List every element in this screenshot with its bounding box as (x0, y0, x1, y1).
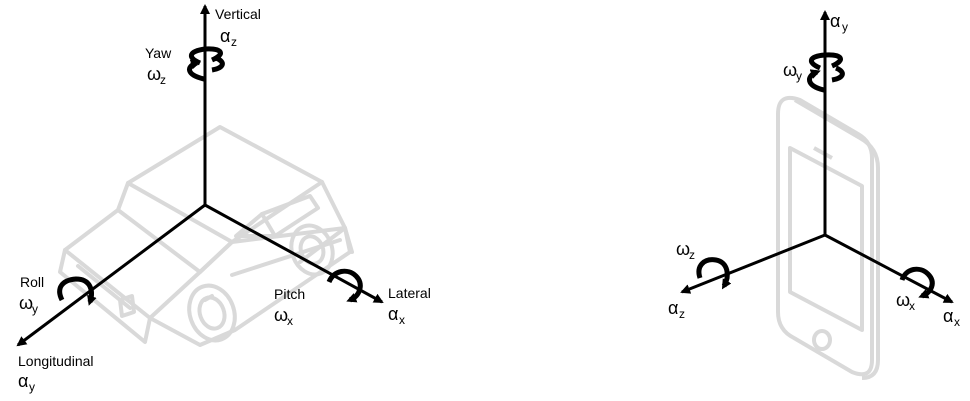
lateral-axis (204, 203, 384, 304)
phone-y-rotation-arrow (807, 52, 845, 93)
yaw-rotation-arrow (187, 46, 225, 82)
lateral-label: Lateral (388, 285, 431, 301)
pitch-label: Pitch (274, 286, 305, 302)
roll-rate-subscript: y (32, 302, 38, 316)
phone-z-axis (680, 233, 826, 294)
pitch-rate-symbol: ω (274, 305, 288, 325)
longitudinal-accel-symbol: α (18, 371, 28, 391)
phone-y-accel-symbol: α (830, 11, 840, 31)
phone-x-axis (824, 233, 954, 304)
phone-z-accel-subscript: z (679, 307, 685, 321)
lateral-accel-subscript: x (399, 313, 405, 327)
yaw-label: Yaw (145, 45, 172, 61)
roll-label: Roll (20, 274, 44, 290)
yaw-rate-symbol: ω (147, 64, 161, 84)
car-front-wheel (187, 283, 237, 343)
phone-y-rate-symbol: ω (783, 60, 797, 80)
roll-rate-symbol: ω (19, 293, 33, 313)
phone-z-rate-subscript: z (689, 248, 695, 262)
car-rear-wheel (289, 223, 335, 277)
roll-rotation-arrow (57, 276, 97, 306)
phone-x-rate-subscript: x (909, 299, 915, 313)
phone-z-rate-symbol: ω (676, 239, 690, 259)
pitch-rate-subscript: x (287, 314, 293, 328)
phone-x-accel-symbol: α (943, 306, 953, 326)
phone-x-rotation-arrow (899, 266, 935, 299)
longitudinal-axis (16, 203, 206, 347)
yaw-rate-subscript: z (160, 73, 166, 87)
vertical-accel-subscript: z (231, 35, 237, 49)
pitch-rotation-arrow (326, 268, 363, 303)
phone-y-accel-subscript: y (842, 20, 848, 34)
phone-y-rate-subscript: y (796, 69, 802, 83)
lateral-accel-symbol: α (388, 304, 398, 324)
longitudinal-accel-subscript: y (29, 380, 35, 394)
longitudinal-label: Longitudinal (18, 353, 94, 369)
vertical-label: Vertical (215, 6, 261, 22)
phone-x-accel-subscript: x (954, 315, 960, 329)
vertical-accel-symbol: α (220, 26, 230, 46)
phone-z-rotation-arrow (696, 257, 732, 290)
phone-x-rate-symbol: ω (896, 290, 910, 310)
phone-z-accel-symbol: α (668, 298, 678, 318)
phone-outline (776, 95, 880, 380)
